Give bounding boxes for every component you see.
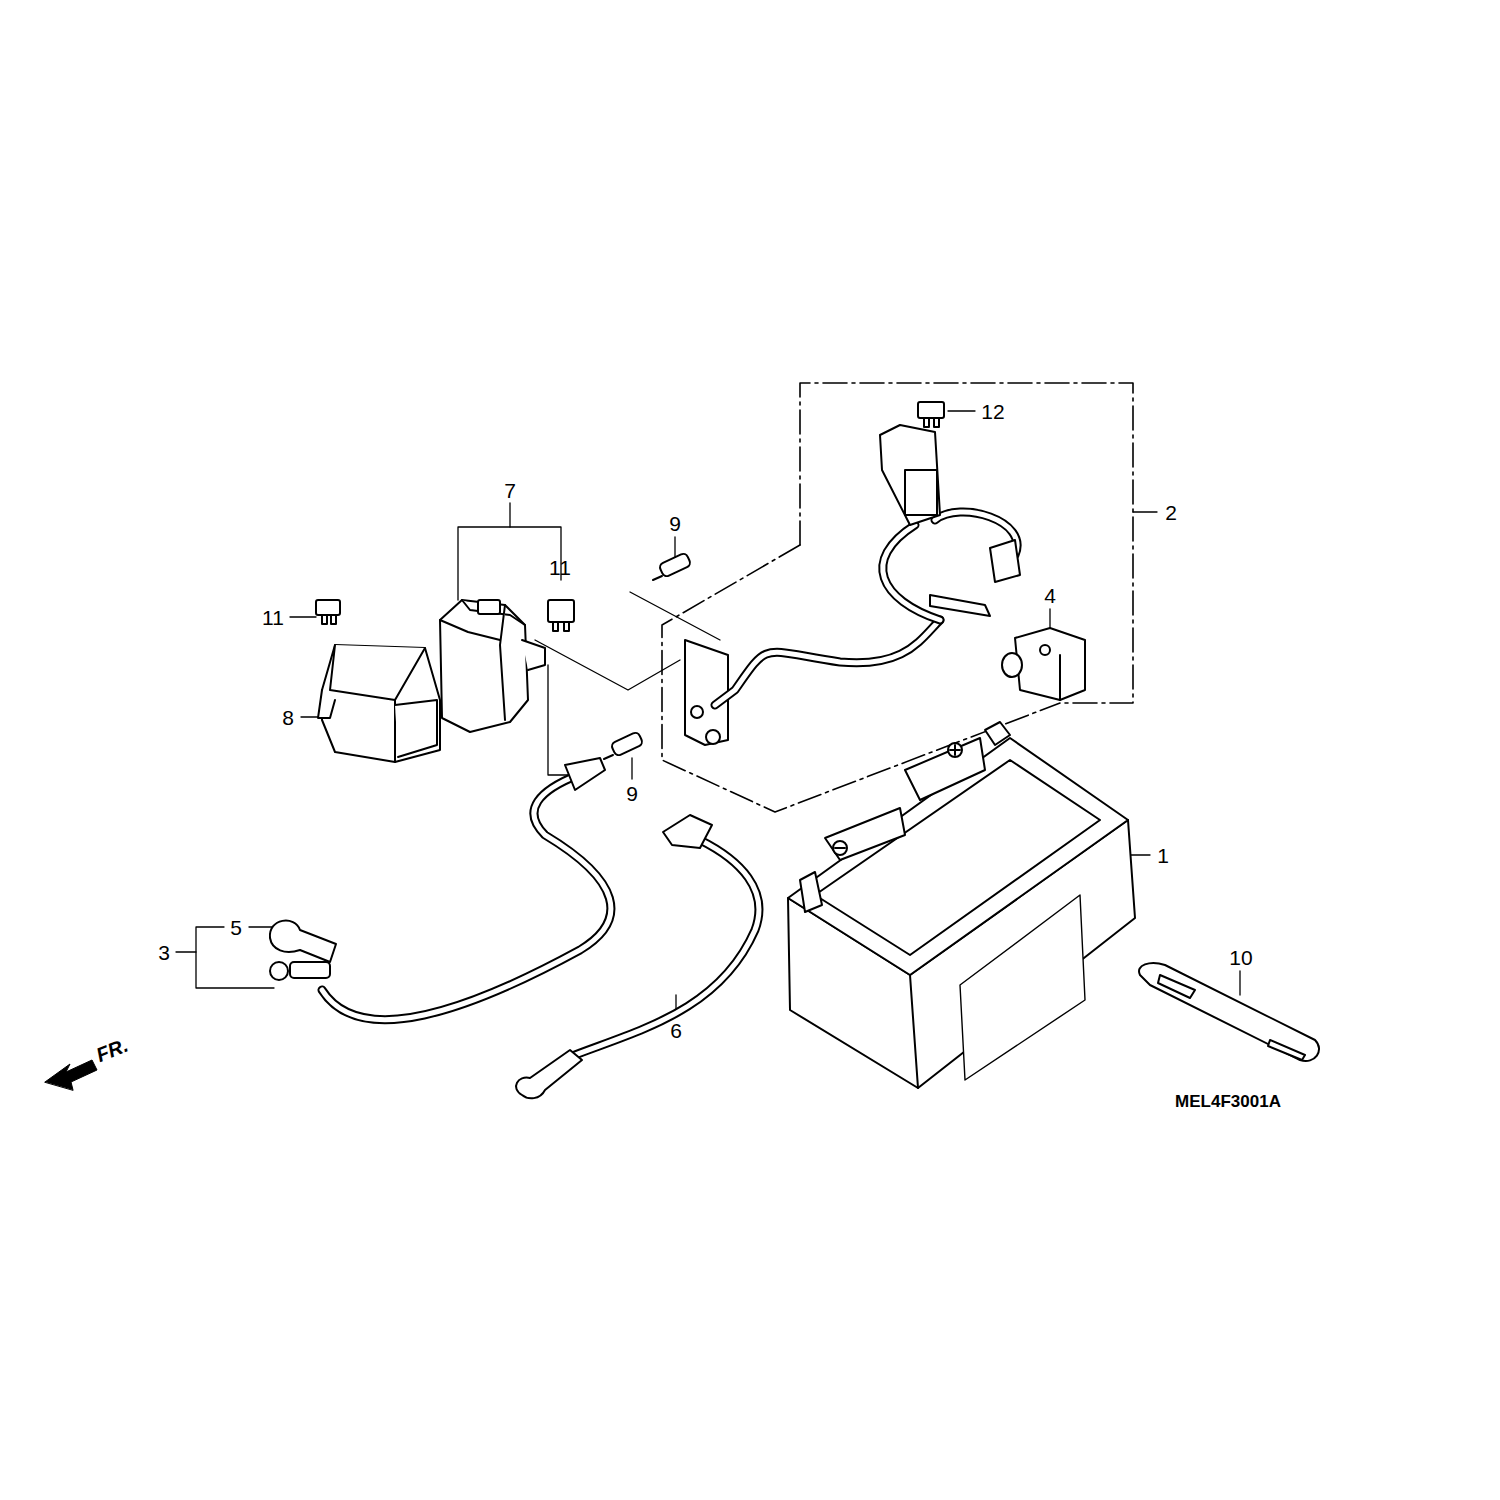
callout-number: 7: [504, 480, 516, 501]
ground-cable: [516, 815, 759, 1098]
callout-number: 5: [230, 917, 242, 938]
battery-strap: [1139, 963, 1319, 1061]
callout-number: 11: [262, 607, 284, 628]
starter-cable: [270, 758, 611, 1020]
wire-harness: [685, 425, 1020, 745]
front-indicator: FR.: [93, 1035, 130, 1066]
starter-relay: [440, 600, 545, 732]
group-outline: [662, 383, 1133, 812]
battery: [788, 722, 1135, 1088]
callout-number: 4: [1044, 585, 1056, 606]
drawing-code: MEL4F3001A: [1175, 1093, 1281, 1110]
callout-number: 11: [549, 557, 571, 578]
terminal-cover: [1002, 628, 1085, 700]
callout-number: 9: [669, 513, 681, 534]
relay-box: [318, 645, 440, 762]
callout-number: 8: [282, 707, 294, 728]
callout-number: 6: [670, 1020, 682, 1041]
callout-number: 3: [158, 942, 170, 963]
callout-number: 1: [1157, 845, 1169, 866]
callout-number: 9: [626, 783, 638, 804]
callout-number: 10: [1229, 947, 1252, 968]
callout-number: 12: [981, 401, 1004, 422]
callout-number: 2: [1165, 502, 1177, 523]
